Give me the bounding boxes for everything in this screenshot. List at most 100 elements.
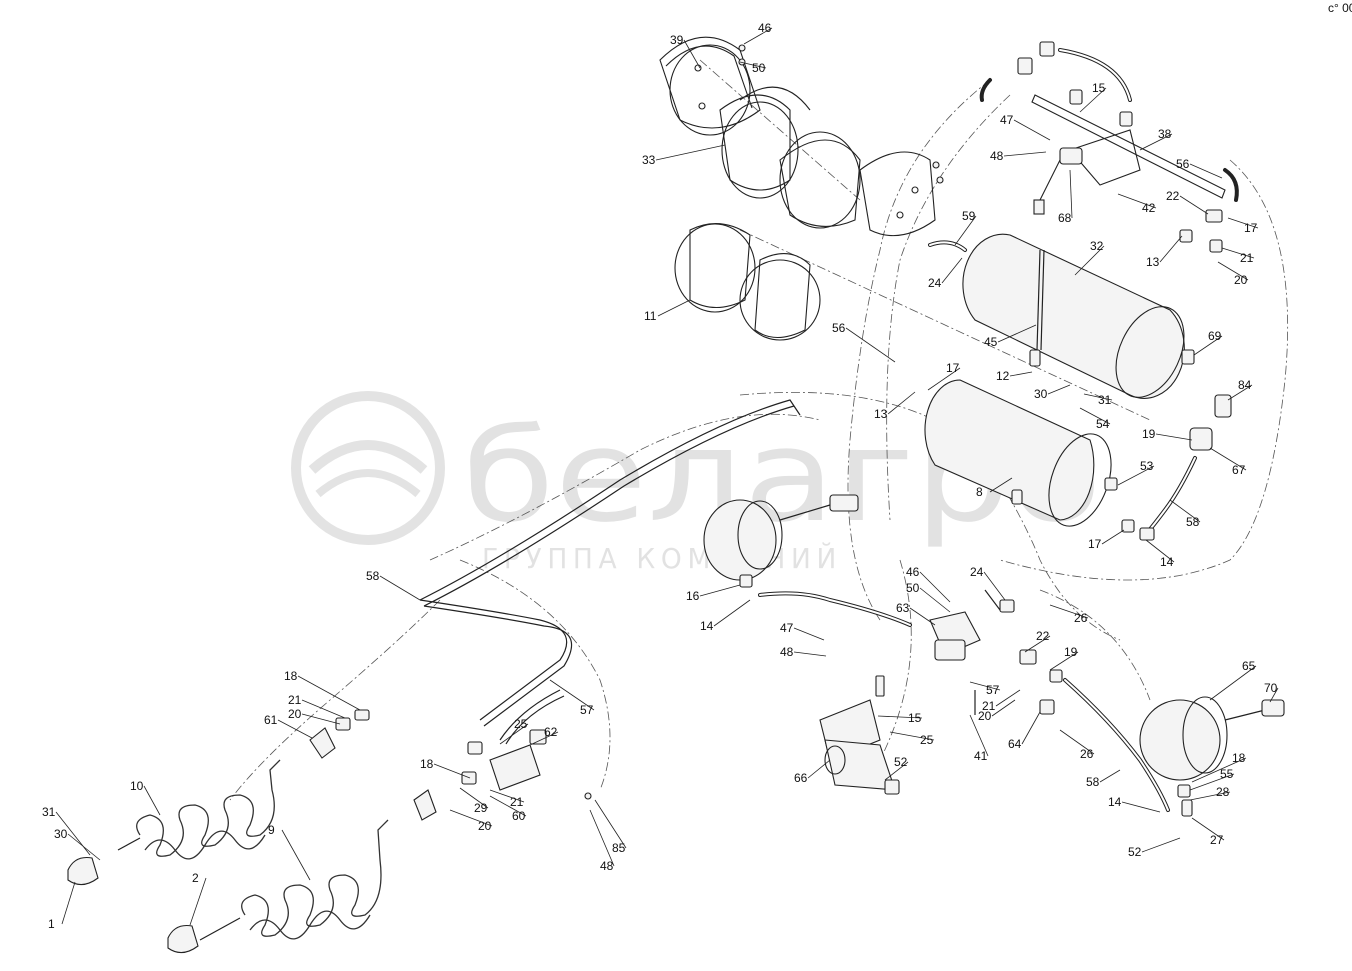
- valve-66: [819, 675, 900, 795]
- leader-line: [1145, 539, 1175, 563]
- leader-line: [1169, 499, 1201, 523]
- leader-line: [589, 809, 615, 867]
- callout-59: 59: [962, 209, 976, 223]
- leader-line: [889, 731, 935, 741]
- callout-20d: 20: [478, 819, 492, 833]
- leader-line: [845, 327, 896, 363]
- callout-58c: 58: [1086, 775, 1100, 789]
- callout-41: 41: [974, 749, 988, 763]
- fittings-61: [309, 709, 437, 821]
- leader-line: [55, 811, 91, 856]
- callout-47a: 47: [1000, 113, 1014, 127]
- callout-61: 61: [264, 713, 278, 727]
- callout-53: 53: [1140, 459, 1154, 473]
- callout-30a: 30: [1034, 387, 1048, 401]
- leader-line: [683, 39, 701, 69]
- callout-28: 28: [1216, 785, 1230, 799]
- leader-line: [1117, 193, 1157, 209]
- coiled-hose-9: [167, 819, 389, 954]
- leader-line: [1139, 133, 1173, 151]
- callout-12: 12: [996, 369, 1010, 383]
- callout-15a: 15: [1092, 81, 1106, 95]
- watermark-tagline: ГРУППА КОМПАНИЙ: [482, 541, 842, 575]
- leader-line: [919, 587, 951, 613]
- leader-line: [489, 795, 527, 817]
- callout-56b: 56: [1176, 157, 1190, 171]
- callout-85: 85: [612, 841, 626, 855]
- callout-26b: 26: [1080, 747, 1094, 761]
- callout-13a: 13: [874, 407, 888, 421]
- callout-24b: 24: [970, 565, 984, 579]
- leader-line: [433, 763, 471, 779]
- callout-20a: 20: [1234, 273, 1248, 287]
- leader-line: [277, 719, 313, 739]
- leader-line: [1227, 217, 1259, 229]
- callout-54: 54: [1096, 417, 1110, 431]
- callout-labels: 3946503311592456131715474838562268421713…: [42, 21, 1278, 931]
- callout-33: 33: [642, 153, 656, 167]
- leader-line: [1189, 773, 1235, 791]
- leader-line: [379, 575, 421, 601]
- leader-line: [1079, 87, 1107, 113]
- leader-line: [189, 877, 207, 926]
- leader-line: [919, 571, 951, 603]
- leader-line: [61, 881, 76, 925]
- callout-84: 84: [1238, 378, 1252, 392]
- callout-9: 9: [268, 823, 275, 837]
- callout-50b: 50: [906, 581, 920, 595]
- callout-18a: 18: [284, 669, 298, 683]
- air-receiver-8: [924, 379, 1118, 527]
- leader-line: [1179, 195, 1209, 215]
- callout-70: 70: [1264, 681, 1278, 695]
- callout-30b: 30: [54, 827, 68, 841]
- callout-14b: 14: [700, 619, 714, 633]
- callout-29: 29: [474, 801, 488, 815]
- leader-line: [1083, 393, 1113, 401]
- leader-line: [995, 689, 1021, 707]
- leader-line: [143, 785, 161, 816]
- callout-26a: 26: [1074, 611, 1088, 625]
- leader-line: [489, 789, 525, 803]
- leader-line: [449, 809, 493, 827]
- leader-line: [1101, 529, 1125, 545]
- leader-line: [699, 584, 741, 597]
- callout-22a: 22: [1166, 189, 1180, 203]
- callout-48a: 48: [990, 149, 1004, 163]
- leader-line: [909, 607, 936, 626]
- coupling-valve-62: [461, 729, 592, 800]
- callout-21b: 21: [288, 693, 302, 707]
- callout-21a: 21: [1240, 251, 1254, 265]
- leader-line: [927, 367, 961, 391]
- callout-18b: 18: [1232, 751, 1246, 765]
- leader-lines: [55, 27, 1279, 926]
- leader-line: [989, 477, 1013, 493]
- leader-line: [1117, 465, 1155, 486]
- valve-63: [929, 589, 1170, 812]
- callout-19a: 19: [1142, 427, 1156, 441]
- leader-line: [1227, 384, 1253, 401]
- leader-line: [793, 651, 827, 657]
- callout-57a: 57: [986, 683, 1000, 697]
- callout-57b: 57: [580, 703, 594, 717]
- long-pipes: [419, 399, 801, 745]
- callout-42: 42: [1142, 201, 1156, 215]
- leader-line: [301, 699, 346, 719]
- routing-lines: [229, 59, 1289, 801]
- leader-line: [991, 699, 1016, 717]
- leader-line: [67, 833, 101, 861]
- callout-50a: 50: [752, 61, 766, 75]
- leader-line: [1121, 801, 1161, 813]
- leader-line: [459, 787, 489, 809]
- leader-line: [941, 257, 963, 284]
- leader-line: [739, 61, 767, 69]
- callout-47b: 47: [780, 621, 794, 635]
- callout-60: 60: [512, 809, 526, 823]
- corner-code: с° 000: [1328, 1, 1352, 15]
- callout-20c: 20: [978, 709, 992, 723]
- callout-58b: 58: [366, 569, 380, 583]
- leader-line: [1049, 604, 1089, 619]
- leader-line: [884, 761, 909, 781]
- leader-line: [983, 571, 1006, 601]
- leader-line: [1003, 151, 1047, 157]
